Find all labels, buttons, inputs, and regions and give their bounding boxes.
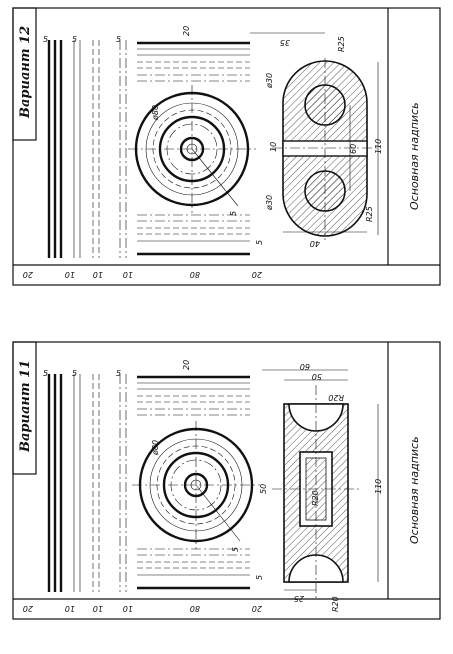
title-variant-11: Вариант 11 (18, 360, 33, 453)
dimension-label: R20 (311, 490, 320, 506)
dimension-label: ø30 (265, 73, 274, 89)
dimension-label: 5 (229, 211, 238, 216)
dimension-label: R25 (365, 206, 374, 222)
dimension-label: R20 (331, 596, 340, 612)
sheet-12-border (12, 7, 441, 286)
title-variant-12: Вариант 12 (18, 26, 33, 119)
dimension-label: 5 (231, 547, 240, 552)
dimension-label: 20 (252, 270, 262, 279)
dimension-label: 5 (116, 369, 121, 378)
line-samples-bottom-12 (137, 214, 250, 256)
dimension-label: 40 (310, 239, 320, 248)
dimension-label: 20 (182, 360, 191, 370)
line-samples-top-11 (137, 375, 250, 416)
dimension-label: 10 (123, 604, 133, 613)
dimension-label: ø80 (151, 440, 160, 456)
dimension-label: 60 (349, 144, 358, 154)
concentric-circles-11 (132, 421, 260, 549)
dimension-label: 10 (65, 604, 75, 613)
dimension-label: ø30 (265, 195, 274, 211)
line-samples-left-11 (47, 374, 127, 592)
dimension-label: 25 (294, 594, 304, 603)
dimension-label: R25 (337, 36, 346, 52)
dimension-label: 20 (23, 604, 33, 613)
dimension-label: 35 (280, 38, 290, 47)
dimension-label: 20 (23, 270, 33, 279)
dimension-label: 5 (72, 369, 77, 378)
dimension-label: 50 (312, 372, 322, 381)
part-section-12 (250, 32, 379, 240)
dimension-label: 5 (255, 240, 264, 245)
title-box-12 (12, 7, 37, 141)
dimension-label: 110 (374, 139, 383, 154)
line-samples-top-12 (137, 41, 250, 82)
dimension-label: 5 (116, 35, 121, 44)
dimension-label: 110 (374, 479, 383, 494)
stamp-text-11: Основная надпись (408, 436, 421, 544)
concentric-circles-12 (128, 85, 256, 213)
dimension-label: 80 (190, 270, 200, 279)
dimension-label: 5 (255, 575, 264, 580)
sheet-variant-11: Вариант 11 Основная надпись 5 5 5 20 10 … (12, 341, 441, 620)
dimension-label: ø80 (151, 105, 160, 121)
sheet-variant-12: Вариант 12 Основная надпись 5 5 5 20 10 … (12, 7, 441, 286)
dimension-label: 10 (123, 270, 133, 279)
title-box-11 (12, 341, 37, 475)
part-section-11 (262, 369, 379, 600)
dimension-label: 60 (300, 362, 310, 371)
dimension-label: 10 (269, 142, 278, 152)
dimension-label: 20 (182, 26, 191, 36)
dimension-label: 80 (190, 604, 200, 613)
dimension-label: 10 (93, 604, 103, 613)
dimension-label: R20 (328, 393, 344, 402)
dimension-label: 50 (259, 484, 268, 494)
stamp-text-12: Основная надпись (408, 102, 421, 210)
dimension-label: 10 (93, 270, 103, 279)
dimension-label: 20 (252, 604, 262, 613)
dimension-label: 5 (72, 35, 77, 44)
dimension-label: 5 (43, 369, 48, 378)
line-samples-left-12 (47, 40, 127, 258)
dimension-label: 10 (65, 270, 75, 279)
sheet-11-border (12, 341, 441, 620)
dimension-label: 5 (43, 35, 48, 44)
line-samples-bottom-11 (137, 548, 250, 590)
